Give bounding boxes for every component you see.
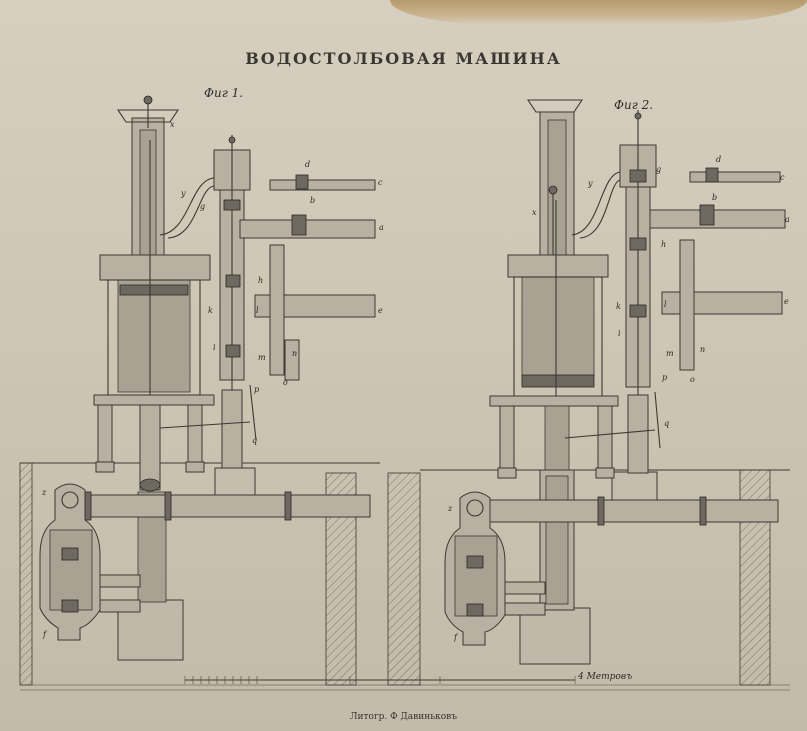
letter-b: b: [310, 196, 315, 205]
letter-i: i: [213, 343, 216, 352]
letter-l: l: [256, 306, 259, 315]
lithographer-signature: Литогр. Ф Давиньковъ: [350, 712, 457, 722]
letter-d: d: [305, 160, 310, 169]
letter-y-2: y: [587, 179, 593, 188]
letter-c: c: [378, 178, 383, 187]
letter-l-2: l: [664, 300, 667, 309]
letter-k: k: [208, 306, 213, 315]
scale-bar: [184, 676, 576, 684]
letter-n-2: n: [700, 345, 705, 354]
letter-m-2: m: [666, 349, 674, 358]
letter-g-2: g: [656, 165, 661, 174]
figure-2-drawing: [444, 99, 786, 646]
letter-q: q: [252, 436, 257, 445]
letter-z-2: z: [447, 504, 453, 513]
letter-y: y: [180, 189, 186, 198]
letter-e-2: e: [784, 297, 789, 306]
letter-a-2: a: [785, 215, 790, 224]
letter-x-2: x: [532, 208, 537, 217]
letter-n: n: [292, 349, 297, 358]
letter-p: p: [254, 385, 259, 394]
part-letters: x y g d c b a h e k l i n m o p q z f x …: [41, 120, 790, 642]
figure-1-label: Фиг 1.: [204, 86, 244, 100]
letter-e: e: [378, 306, 383, 315]
scale-label: 4 Метровъ: [578, 672, 633, 682]
letter-z: z: [41, 488, 47, 497]
letter-h: h: [258, 276, 263, 285]
figure-2-label: Фиг 2.: [614, 98, 654, 112]
letter-x: x: [170, 120, 175, 129]
letter-a: a: [379, 223, 384, 232]
letter-o-2: o: [690, 375, 695, 384]
letter-m: m: [258, 353, 266, 362]
letter-q-2: q: [664, 419, 669, 428]
letter-c-2: c: [780, 173, 785, 182]
letter-k-2: k: [616, 302, 621, 311]
letter-b-2: b: [712, 193, 717, 202]
letter-h-2: h: [661, 240, 666, 249]
letter-i-2: i: [618, 329, 621, 338]
figure-1-drawing: [39, 95, 376, 641]
letter-o: o: [283, 378, 288, 387]
letter-f-2: f: [453, 633, 459, 642]
plate-title: ВОДОСТОЛБОВАЯ МАШИНА: [245, 49, 562, 68]
letter-g: g: [200, 202, 205, 211]
letter-f: f: [42, 630, 48, 639]
letter-p-2: p: [662, 373, 667, 382]
letter-d-2: d: [716, 155, 721, 164]
